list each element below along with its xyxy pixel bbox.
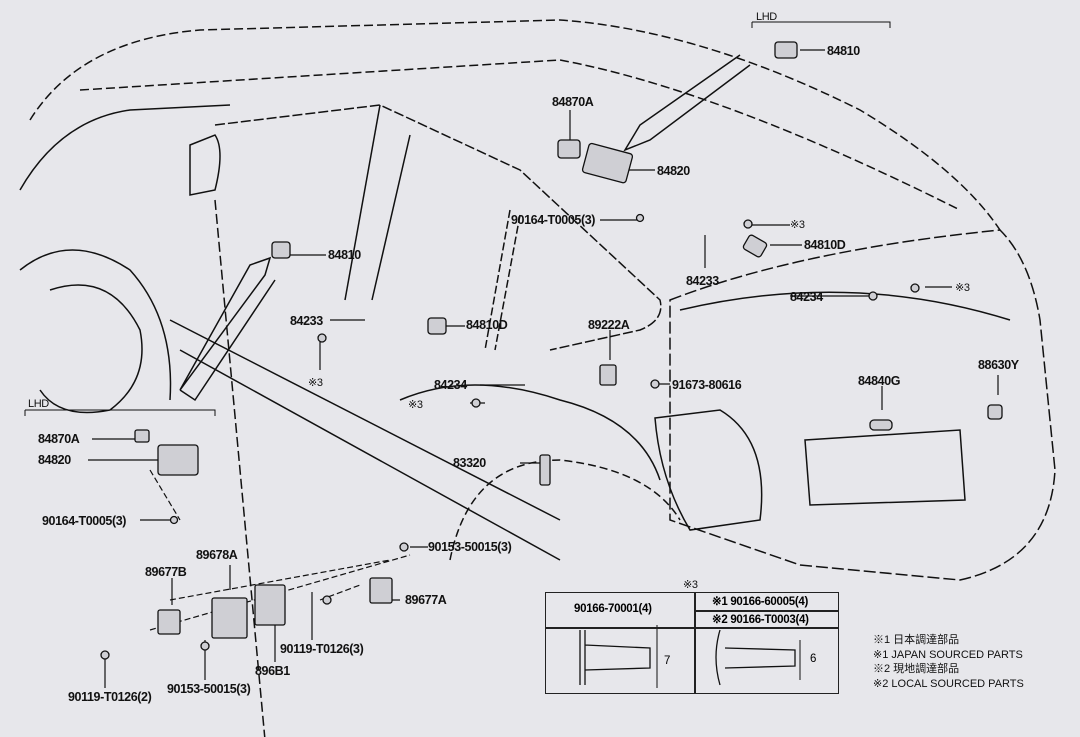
leader-lines [88,49,999,688]
part-label-89677b[interactable]: 89677B [145,565,187,579]
part-label-84870a[interactable]: 84870A [552,95,594,109]
rocker-line [169,319,561,521]
roof-inner [79,59,961,211]
door-pillar [344,104,381,301]
bolt-part-60005[interactable]: ※1 90166-60005(4) [712,596,808,608]
part-label-90153-50015[interactable]: 90153-50015(3) [167,682,251,696]
part-label-90119-t0126[interactable]: 90119-T0126(2) [68,690,152,704]
part-label-84234[interactable]: 84234 [790,290,823,304]
b-pillar [484,209,511,351]
table-divider-v [694,593,696,693]
license-plate [804,429,966,506]
tail-lamp-left [654,409,763,531]
part-label-84233[interactable]: 84233 [290,314,323,328]
table-divider-h [546,627,838,629]
bolt-part-70001[interactable]: 90166-70001(4) [574,603,652,615]
lhd-label-left: LHD [28,398,49,410]
sourcing-legend: ※1 日本調達部品 ※1 JAPAN SOURCED PARTS ※2 現地調達… [873,633,1024,691]
rear-window-bottom [679,291,1011,321]
legend-line: ※1 日本調達部品 [873,634,960,646]
rear-wheel-arch [449,459,681,561]
rear-gate [669,229,1056,581]
bolt-drawings [579,625,801,688]
note-3-marker: ※3 [955,282,970,294]
legend-line: ※1 JAPAN SOURCED PARTS [873,648,1023,661]
part-label-90164-t0005[interactable]: 90164-T0005(3) [42,514,127,528]
bolt-table: 90166-70001(4) ※1 90166-60005(4) ※2 9016… [545,592,839,694]
legend-line: ※2 LOCAL SOURCED PARTS [873,677,1024,690]
part-label-90164-t0005[interactable]: 90164-T0005(3) [511,213,596,227]
bolt-dimension-7: 7 [664,655,671,667]
windshield [19,104,231,191]
part-label-89222a[interactable]: 89222A [588,318,630,332]
part-label-90153-50015[interactable]: 90153-50015(3) [428,540,512,554]
part-label-88630y[interactable]: 88630Y [978,358,1019,372]
roof-outline [29,19,1001,231]
fuel-area [399,384,661,481]
front-wheel-arch [19,249,172,401]
note-3-marker: ※3 [308,377,323,389]
door-pillar-2 [371,134,411,301]
part-label-84820[interactable]: 84820 [38,453,71,467]
part-label-84234[interactable]: 84234 [434,378,467,392]
arrow-to-console [623,54,751,152]
lhd-label-top: LHD [756,11,777,23]
part-label-83320[interactable]: 83320 [453,456,486,470]
side-window-frame [214,104,662,351]
note-3-marker: ※3 [790,219,805,231]
bolt-part-t0003[interactable]: ※2 90166-T0003(4) [712,614,809,626]
part-label-84840g[interactable]: 84840G [858,374,901,388]
part-label-89678a[interactable]: 89678A [196,548,238,562]
part-label-84810d[interactable]: 84810D [804,238,846,252]
front-wheel [39,284,143,414]
table-divider-h2 [694,610,838,612]
part-label-91673-80616[interactable]: 91673-80616 [672,378,742,392]
table-note-3: ※3 [683,579,698,591]
front-door-edge [214,199,266,737]
arrow-to-door [179,256,276,402]
note-3-marker: ※3 [408,399,423,411]
part-label-89677a[interactable]: 89677A [405,593,447,607]
lhd-bracket-top [751,21,891,28]
part-shapes [100,41,1003,660]
part-label-84820[interactable]: 84820 [657,164,690,178]
bolt-dimension-6: 6 [810,653,817,665]
lhd-bracket-left [24,409,216,416]
part-label-84870a[interactable]: 84870A [38,432,80,446]
b-pillar-2 [494,214,521,351]
part-label-84810[interactable]: 84810 [827,44,860,58]
part-label-84810[interactable]: 84810 [328,248,361,262]
part-label-84810d[interactable]: 84810D [466,318,508,332]
legend-line: ※2 現地調達部品 [873,663,960,675]
rocker-line-2 [179,349,561,561]
part-label-84233[interactable]: 84233 [686,274,719,288]
mirror [189,134,221,196]
part-label-896b1[interactable]: 896B1 [255,664,290,678]
part-label-90119-t0126[interactable]: 90119-T0126(3) [280,642,364,656]
